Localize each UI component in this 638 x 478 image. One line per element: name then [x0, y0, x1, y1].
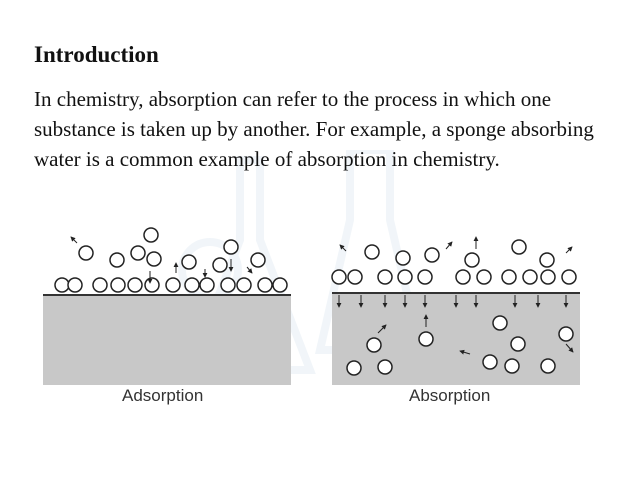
slide-title: Introduction — [34, 42, 159, 67]
adsorption-caption: Adsorption — [122, 386, 204, 405]
gas-molecules-left — [78, 227, 266, 273]
adsorption-arrows — [70, 236, 253, 284]
absorption-caption: Absorption — [409, 386, 491, 405]
gas-molecules-right — [364, 239, 555, 268]
absorption-arrows — [336, 236, 574, 355]
adsorption-absorption-diagram — [43, 227, 580, 385]
adsorption-panel — [43, 227, 291, 385]
adsorbed-molecules — [54, 277, 288, 293]
adsorption-substrate — [43, 296, 291, 385]
absorbed-molecules — [346, 315, 574, 376]
surface-molecules-right — [331, 269, 577, 285]
slide-body-text: In chemistry, absorption can refer to th… — [34, 87, 594, 171]
absorption-panel — [331, 236, 580, 385]
